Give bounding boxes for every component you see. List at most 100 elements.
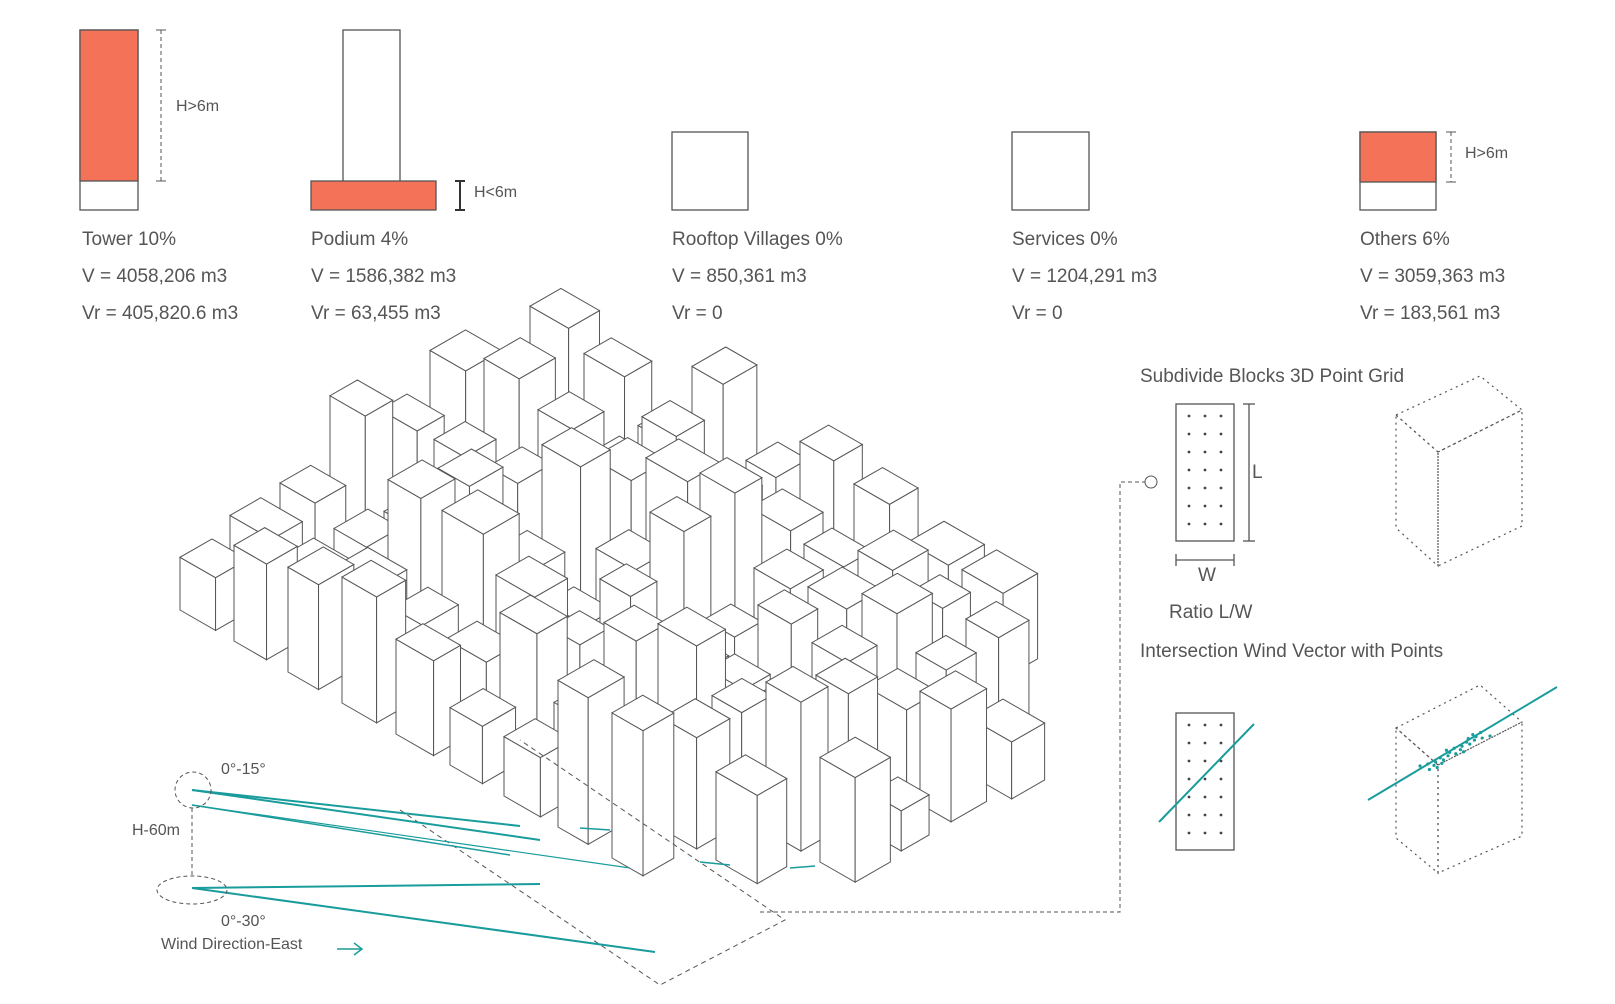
grid-point [1188,469,1191,472]
intersection-title: Intersection Wind Vector with Points [1140,641,1443,663]
intersection-point [1454,752,1457,755]
grid-point [1220,796,1223,799]
rooftop-volume: V = 850,361 m3 [672,266,807,288]
intersection-point [1462,750,1465,753]
grid-point [1204,415,1207,418]
grid-point [1188,505,1191,508]
others-bar [1360,132,1456,210]
others-title: Others 6% [1360,229,1450,251]
building-face [951,689,986,822]
building-face [234,545,267,659]
wind-angle-bottom: 0°-30° [221,913,266,931]
intersection-point [1426,762,1429,765]
rooftop-villages-bar [672,132,748,210]
isometric-city-model [180,288,1045,883]
box-point-grid [1396,376,1522,566]
tower-volume: V = 4058,206 m3 [82,266,227,288]
intersection-point [1440,762,1443,765]
grid-point [1220,523,1223,526]
dimension-length: L [1252,462,1263,484]
grid-point [1220,487,1223,490]
building-face [288,567,319,689]
grid-point [1188,415,1191,418]
podium-vr: Vr = 63,455 m3 [311,303,441,325]
intersection-point [1432,764,1435,767]
grid-point [1188,778,1191,781]
flat-point-grid [1176,404,1255,566]
services-volume: V = 1204,291 m3 [1012,266,1157,288]
grid-point [1220,415,1223,418]
grid-point [1204,487,1207,490]
grid-point [1188,451,1191,454]
building-face [558,680,588,844]
grid-point [1220,433,1223,436]
rooftop-title: Rooftop Villages 0% [672,229,843,251]
intersection-point [1434,760,1437,763]
grid-point [1204,832,1207,835]
grid-point [1188,760,1191,763]
grid-point [1220,832,1223,835]
grid-point [1204,778,1207,781]
grid-point [1204,433,1207,436]
grid-point [1188,832,1191,835]
tower-height-note: H>6m [176,98,219,116]
grid-point [1188,724,1191,727]
intersection-point [1488,734,1491,737]
grid-point [1204,796,1207,799]
podium-volume: V = 1586,382 m3 [311,266,456,288]
grid-point [1220,451,1223,454]
intersection-point [1473,738,1476,741]
intersection-point [1445,749,1448,752]
grid-point [1188,487,1191,490]
tower-title: Tower 10% [82,229,176,251]
grid-point [1188,742,1191,745]
podium-height-note: H<6m [474,184,517,202]
wind-direction-label: Wind Direction-East [161,936,302,954]
intersection-point [1442,758,1445,761]
podium-bar [311,30,465,210]
building-face [855,757,890,882]
grid-point [1220,778,1223,781]
connector-node [1145,476,1157,488]
intersection-point [1453,747,1456,750]
intersection-point [1448,751,1451,754]
intersection-point [1479,731,1482,734]
flat-wind-intersection [1159,713,1254,850]
podium-title: Podium 4% [311,229,408,251]
intersection-point [1481,736,1484,739]
tower-vr: Vr = 405,820.6 m3 [82,303,238,325]
services-title: Services 0% [1012,229,1118,251]
grid-point [1220,814,1223,817]
building-face [820,757,855,882]
grid-point [1188,433,1191,436]
grid-point [1220,469,1223,472]
others-height-note: H>6m [1465,145,1508,163]
intersection-point [1436,766,1439,769]
building-face [643,713,674,876]
intersection-point [1439,756,1442,759]
wind-angle-top: 0°-15° [221,761,266,779]
grid-point [1204,724,1207,727]
grid-point [1204,523,1207,526]
intersection-point [1446,754,1449,757]
grid-point [1204,505,1207,508]
grid-point [1220,505,1223,508]
building-face [342,577,377,723]
others-vr: Vr = 183,561 m3 [1360,303,1500,325]
grid-point [1188,814,1191,817]
grid-point [1220,724,1223,727]
others-volume: V = 3059,363 m3 [1360,266,1505,288]
ratio-label: Ratio L/W [1169,602,1252,624]
grid-point [1204,814,1207,817]
building-face [757,779,786,884]
intersection-point [1471,733,1474,736]
rooftop-vr: Vr = 0 [672,303,723,325]
intersection-point [1474,735,1477,738]
grid-point [1204,451,1207,454]
intersection-point [1460,745,1463,748]
grid-point [1188,523,1191,526]
grid-point [1204,469,1207,472]
grid-panel-title: Subdivide Blocks 3D Point Grid [1140,366,1404,388]
grid-point [1220,742,1223,745]
